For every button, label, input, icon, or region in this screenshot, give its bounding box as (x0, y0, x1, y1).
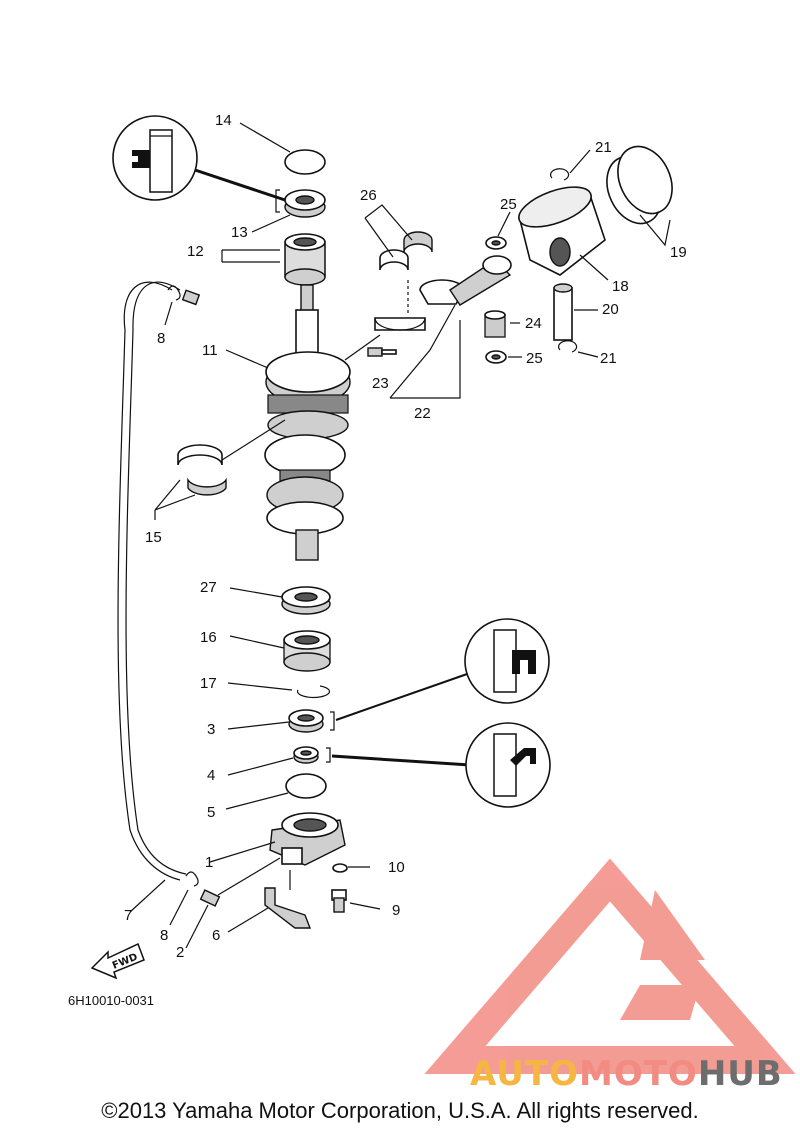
part-7-hose (117, 281, 187, 913)
part-27-seal-housing (229, 586, 331, 615)
grease-seal-icon (510, 748, 536, 766)
part-25-washer-lower (485, 350, 522, 364)
callout-11: 11 (202, 342, 218, 359)
callout-21-lower: 21 (600, 350, 617, 367)
part-3-oil-seal (227, 672, 471, 733)
callout-21-upper: 21 (595, 139, 612, 156)
part-20-piston-pin (553, 283, 598, 341)
part-10-washer (332, 863, 370, 873)
callout-labels: 14 13 12 8 11 26 25 21 19 18 20 24 25 21… (124, 112, 687, 961)
callout-25-upper: 25 (500, 196, 517, 213)
part-9-bolt (331, 889, 381, 913)
callout-2: 2 (176, 944, 184, 961)
part-21-clip-upper (549, 149, 591, 181)
part-11-crankshaft (225, 284, 351, 561)
callout-19: 19 (670, 244, 687, 261)
watermark-logo (424, 858, 796, 1074)
callout-8-lower: 8 (160, 927, 168, 944)
callout-4: 4 (207, 767, 215, 784)
callout-24: 24 (525, 315, 542, 332)
callout-27: 27 (200, 579, 217, 596)
callout-8-upper: 8 (157, 330, 165, 347)
detail-circle-3 (464, 618, 550, 704)
part-2-hose-fitting (185, 857, 281, 949)
part-14-o-ring (239, 122, 326, 175)
callout-26: 26 (360, 187, 377, 204)
diagram-code: 6H10010-0031 (68, 993, 154, 1008)
part-5-o-ring (225, 773, 327, 810)
part-24-needle-bearing (484, 310, 520, 338)
part-16-ball-bearing (229, 630, 331, 672)
part-22-connecting-rod (344, 255, 512, 399)
callout-18: 18 (612, 278, 629, 295)
fwd-arrow-icon: FWD (90, 942, 145, 980)
part-12-bearing (221, 233, 326, 286)
callout-14: 14 (215, 112, 232, 129)
callout-15: 15 (145, 529, 162, 546)
part-6-plate (227, 870, 312, 933)
part-19-piston-rings (606, 145, 673, 247)
callout-16: 16 (200, 629, 217, 646)
callout-5: 5 (207, 804, 215, 821)
detail-circle-13 (112, 115, 286, 202)
callout-13: 13 (231, 224, 248, 241)
part-25-washer-upper (485, 211, 511, 250)
callout-6: 6 (212, 927, 220, 944)
callout-17: 17 (200, 675, 217, 692)
grease-seal-icon (132, 150, 150, 168)
part-26-bearing (364, 204, 433, 315)
callout-22: 22 (414, 405, 431, 422)
part-15-crank-bearing (154, 419, 286, 520)
part-23-bolt (367, 347, 397, 357)
callout-25-lower: 25 (526, 350, 543, 367)
copyright-notice: ©2013 Yamaha Motor Corporation, U.S.A. A… (101, 1098, 699, 1123)
part-4-oil-seal (227, 746, 471, 776)
part-17-circlip (227, 682, 331, 699)
callout-3: 3 (207, 721, 215, 738)
part-13-oil-seal (251, 189, 326, 233)
part-1-bearing-housing (209, 812, 346, 866)
grease-seal-icon (512, 650, 536, 674)
callout-12: 12 (187, 243, 204, 260)
part-8-clamp-upper (164, 285, 201, 326)
callout-7: 7 (124, 907, 132, 924)
part-18-piston (518, 186, 609, 281)
watermark-text: AUTOMOTOHUB (470, 1054, 783, 1094)
part-21-clip-lower (557, 340, 599, 358)
callout-23: 23 (372, 375, 389, 392)
callout-10: 10 (388, 859, 405, 876)
detail-circle-4 (465, 722, 551, 808)
part-8-clamp-lower (169, 871, 199, 926)
callout-1: 1 (205, 854, 213, 871)
callout-9: 9 (392, 902, 400, 919)
callout-20: 20 (602, 301, 619, 318)
